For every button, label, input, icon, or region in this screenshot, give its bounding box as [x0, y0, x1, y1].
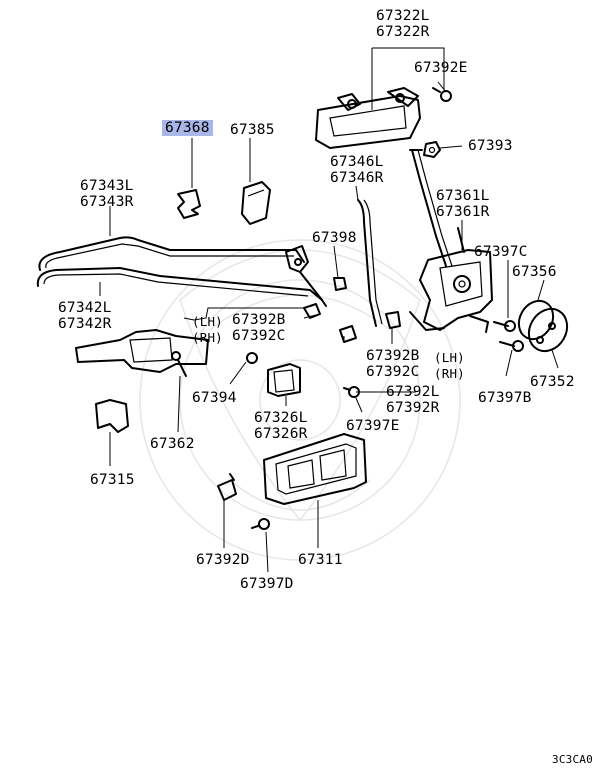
handle-base-67326 [267, 363, 301, 397]
label-67392D: 67392D [196, 552, 250, 568]
label-67311: 67311 [298, 552, 343, 568]
leader-lines [99, 47, 559, 573]
highlighted-part-67368: 67368 [162, 120, 213, 136]
label-67397C: 67397C [474, 244, 528, 260]
label-67392B-right: 67392B [366, 348, 420, 364]
clip-67315 [95, 399, 129, 433]
screw-67397D [251, 518, 270, 530]
label-67385: 67385 [230, 122, 275, 138]
striker-67352 [527, 307, 569, 353]
nut-67393 [409, 141, 441, 158]
rod-67343 [38, 236, 305, 271]
label-67356: 67356 [512, 264, 557, 280]
clip-67392B-right [385, 311, 401, 329]
marker-rh-left: (RH) [192, 330, 223, 345]
marker-lh-left: (LH) [192, 314, 223, 329]
label-67392C-right: 67392C [366, 364, 420, 380]
label-67315: 67315 [90, 472, 135, 488]
clip-67392C [339, 325, 357, 343]
label-67397D: 67397D [240, 576, 294, 592]
escutcheon-67311 [263, 433, 367, 505]
screw-67397B [499, 340, 524, 352]
bellcrank-67398 [285, 245, 347, 307]
pad-67385 [241, 181, 271, 225]
screw-67392E [432, 87, 452, 102]
label-67392B-left: 67392B [232, 312, 286, 328]
outer-handle-part [315, 87, 421, 149]
label-67392E: 67392E [414, 60, 468, 76]
lock-assembly-67361 [409, 149, 493, 333]
bracket-67362 [75, 329, 209, 377]
label-67362: 67362 [150, 436, 195, 452]
label-67352: 67352 [530, 374, 575, 390]
diagram-code: 3C3CA0 [552, 753, 593, 766]
label-67392C-left: 67392C [232, 328, 286, 344]
clip-67394 [246, 352, 258, 364]
label-67397B: 67397B [478, 390, 532, 406]
watermark-emblem [139, 239, 461, 561]
rod-67346 [357, 199, 383, 327]
label-67398: 67398 [312, 230, 357, 246]
clip-67392D [217, 473, 237, 501]
label-67394: 67394 [192, 390, 237, 406]
screw-67397C [493, 320, 516, 332]
clip-67368 [177, 189, 201, 219]
marker-rh-right: (RH) [434, 366, 465, 381]
rod-67342 [36, 267, 323, 301]
marker-lh-right: (LH) [434, 350, 465, 365]
label-67397E: 67397E [346, 418, 400, 434]
label-67368: 67368 [162, 120, 213, 136]
label-67393: 67393 [468, 138, 513, 154]
washer-67356 [517, 299, 555, 341]
